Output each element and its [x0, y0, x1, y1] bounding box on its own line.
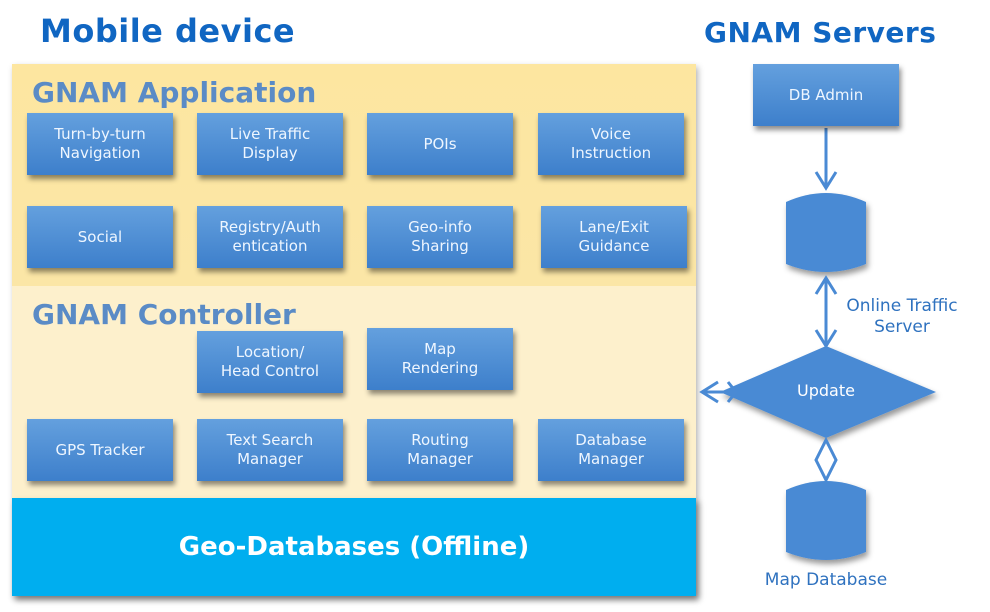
traffic-db-cylinder-icon — [786, 193, 866, 272]
module-routing-manager: Routing Manager — [367, 419, 513, 481]
module-text-search: Text Search Manager — [197, 419, 343, 481]
gnam-servers-title: GNAM Servers — [704, 16, 937, 49]
module-location-head-control: Location/ Head Control — [197, 331, 343, 393]
module-live-traffic: Live Traffic Display — [197, 113, 343, 175]
geo-databases-label: Geo-Databases (Offline) — [178, 532, 530, 562]
online-traffic-server-label: Online Traffic Server — [846, 296, 958, 337]
connector-update-to-map-db — [814, 436, 838, 484]
arrow-admin-to-db — [814, 128, 838, 191]
map-database-cylinder-icon — [786, 481, 866, 560]
module-social: Social — [27, 206, 173, 268]
module-geo-info-sharing: Geo-info Sharing — [367, 206, 513, 268]
arrow-update-to-mobile — [699, 380, 738, 404]
geo-databases-panel — [12, 498, 696, 596]
module-turn-by-turn: Turn-by-turn Navigation — [27, 113, 173, 175]
db-admin-box: DB Admin — [753, 64, 899, 126]
module-database-manager: Database Manager — [538, 419, 684, 481]
module-map-rendering: Map Rendering — [367, 328, 513, 390]
module-lane-exit: Lane/Exit Guidance — [541, 206, 687, 268]
module-pois: POIs — [367, 113, 513, 175]
mobile-device-title: Mobile device — [40, 12, 296, 50]
module-voice-instruction: Voice Instruction — [538, 113, 684, 175]
module-gps-tracker: GPS Tracker — [27, 419, 173, 481]
update-label: Update — [797, 381, 855, 400]
controller-title: GNAM Controller — [32, 298, 296, 331]
update-diamond — [720, 346, 936, 438]
arrow-db-to-update — [814, 275, 838, 349]
server-diagram — [699, 128, 936, 560]
module-registry-auth: Registry/Auth entication — [197, 206, 343, 268]
map-database-label: Map Database — [764, 570, 888, 590]
application-title: GNAM Application — [32, 76, 317, 109]
